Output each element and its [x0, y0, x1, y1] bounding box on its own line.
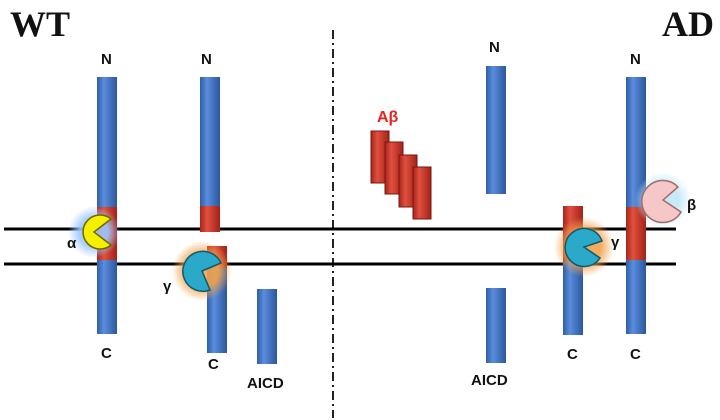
- ad-panel-label: AD: [662, 4, 714, 44]
- n-terminus-label: N: [201, 51, 212, 68]
- app-protein-ad-beta: [626, 77, 646, 334]
- c-terminus-label: C: [208, 356, 219, 373]
- abeta-segment: [626, 207, 646, 260]
- c-terminus-label: C: [101, 345, 112, 362]
- gamma-secretase-icon-wt: [172, 241, 232, 301]
- app-protein-wt-alpha: [97, 77, 117, 334]
- gamma-secretase-label: γ: [611, 234, 620, 251]
- app-c-terminal-segment: [97, 260, 117, 334]
- beta-secretase-label: β: [687, 197, 697, 214]
- c-terminus-label: C: [567, 346, 578, 363]
- aicd-label: AICD: [471, 372, 508, 389]
- app-n-terminal-segment: [200, 77, 220, 206]
- wt-panel-label: WT: [10, 4, 71, 44]
- p3-segment: [200, 206, 220, 232]
- c99-c-terminal-segment: [563, 261, 583, 335]
- c-terminus-label: C: [630, 346, 641, 363]
- alpha-secretase-icon: [68, 206, 120, 258]
- beta-secretase-icon: [635, 172, 691, 228]
- abeta-label: Aβ: [377, 109, 399, 126]
- aicd-label: AICD: [247, 375, 284, 392]
- app-n-terminal-segment: [626, 77, 646, 207]
- sappbeta-fragment: [486, 66, 506, 194]
- app-protein-wt-c83: [200, 77, 227, 353]
- n-terminus-label: N: [489, 39, 500, 56]
- app-c-terminal-segment: [626, 260, 646, 334]
- aicd-fragment-ad: [486, 288, 506, 363]
- n-terminus-label: N: [630, 51, 641, 68]
- gamma-secretase-label: γ: [163, 278, 172, 295]
- n-terminus-label: N: [101, 51, 112, 68]
- alpha-secretase-label: α: [67, 235, 77, 252]
- app-n-terminal-segment: [97, 77, 117, 207]
- aicd-fragment-wt: [257, 289, 277, 364]
- abeta-peptide-stack: [370, 130, 432, 220]
- gamma-secretase-icon-ad: [554, 217, 614, 277]
